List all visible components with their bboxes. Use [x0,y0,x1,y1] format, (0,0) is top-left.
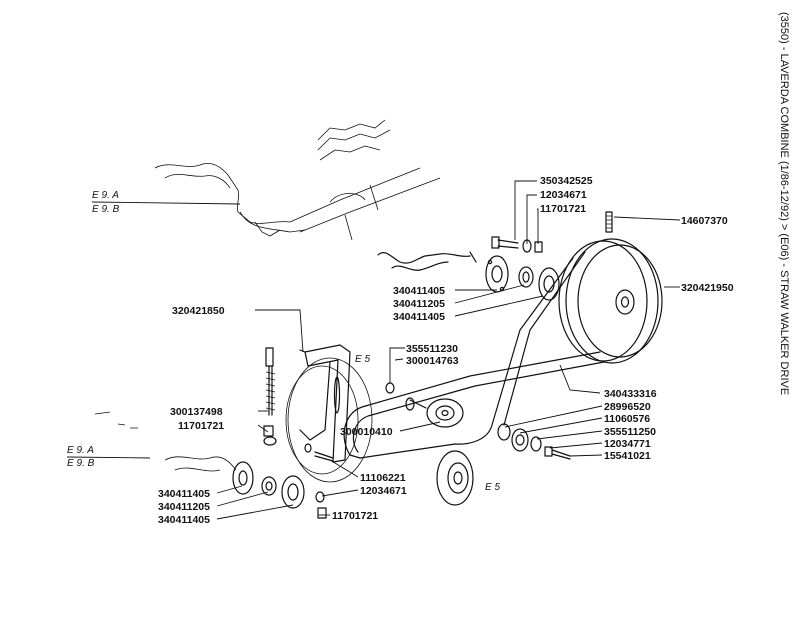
part-300137498: 300137498 [170,406,223,418]
drive-belt [343,251,605,459]
upper-bearing-group [485,236,560,301]
part-11060576: 11060576 [604,413,650,425]
spring-pin [605,211,613,233]
part-12034671-top: 12034671 [540,189,587,201]
part-300010410: 300010410 [340,426,393,438]
part-340411405-b: 340411405 [393,311,445,323]
part-340433316: 340433316 [604,388,657,400]
reference-labels: E 9. A E 9. B E 9. A E 9. B E 5 E 5 [67,190,500,493]
leader-lines [66,180,681,520]
part-11701721-mid: 11701721 [178,420,224,432]
middle-crank [377,251,477,271]
ref-e5-bracket: E 5 [355,354,370,365]
drawing [94,119,663,519]
upper-crank-assembly [154,119,441,241]
part-355511250: 355511250 [604,426,656,438]
part-340411405-c: 340411405 [158,488,210,500]
part-320421950: 320421950 [681,282,734,294]
part-340411405-a: 340411405 [393,285,445,297]
tension-bracket [263,344,395,519]
part-11701721-bot: 11701721 [332,510,378,522]
ref-e9b-top: E 9. B [92,204,120,215]
lower-crank-group [94,411,305,509]
tension-pulley [405,397,464,428]
ref-e9a-bottom: E 9. A [67,445,94,456]
part-12034671-bot: 12034671 [360,485,407,497]
part-340411205-c: 340411205 [158,501,210,513]
ref-e9a-top: E 9. A [92,190,119,201]
part-355511230: 355511230 [406,343,458,355]
part-340411205-a: 340411205 [393,298,445,310]
part-14607370: 14607370 [681,215,728,227]
idler-bearing-stack [497,423,571,460]
ref-e9b-bottom: E 9. B [67,458,95,469]
side-title: (3550) - LAVERDA COMBINE (1/86-12/92) > … [778,12,790,395]
ref-e5-disc: E 5 [485,482,500,493]
large-pulley [558,238,663,364]
part-11701721-top: 11701721 [540,203,586,215]
part-labels: 350342525 12034671 11701721 14607370 320… [158,175,734,526]
part-12034771: 12034771 [604,438,651,450]
part-320421850: 320421850 [172,305,225,317]
part-28996520: 28996520 [604,401,651,413]
part-350342525: 350342525 [540,175,593,187]
disc-e5 [436,450,474,506]
part-15541021: 15541021 [604,450,651,462]
part-340411405-d: 340411405 [158,514,210,526]
part-11106221: 11106221 [360,472,406,484]
part-300014763: 300014763 [406,355,459,367]
